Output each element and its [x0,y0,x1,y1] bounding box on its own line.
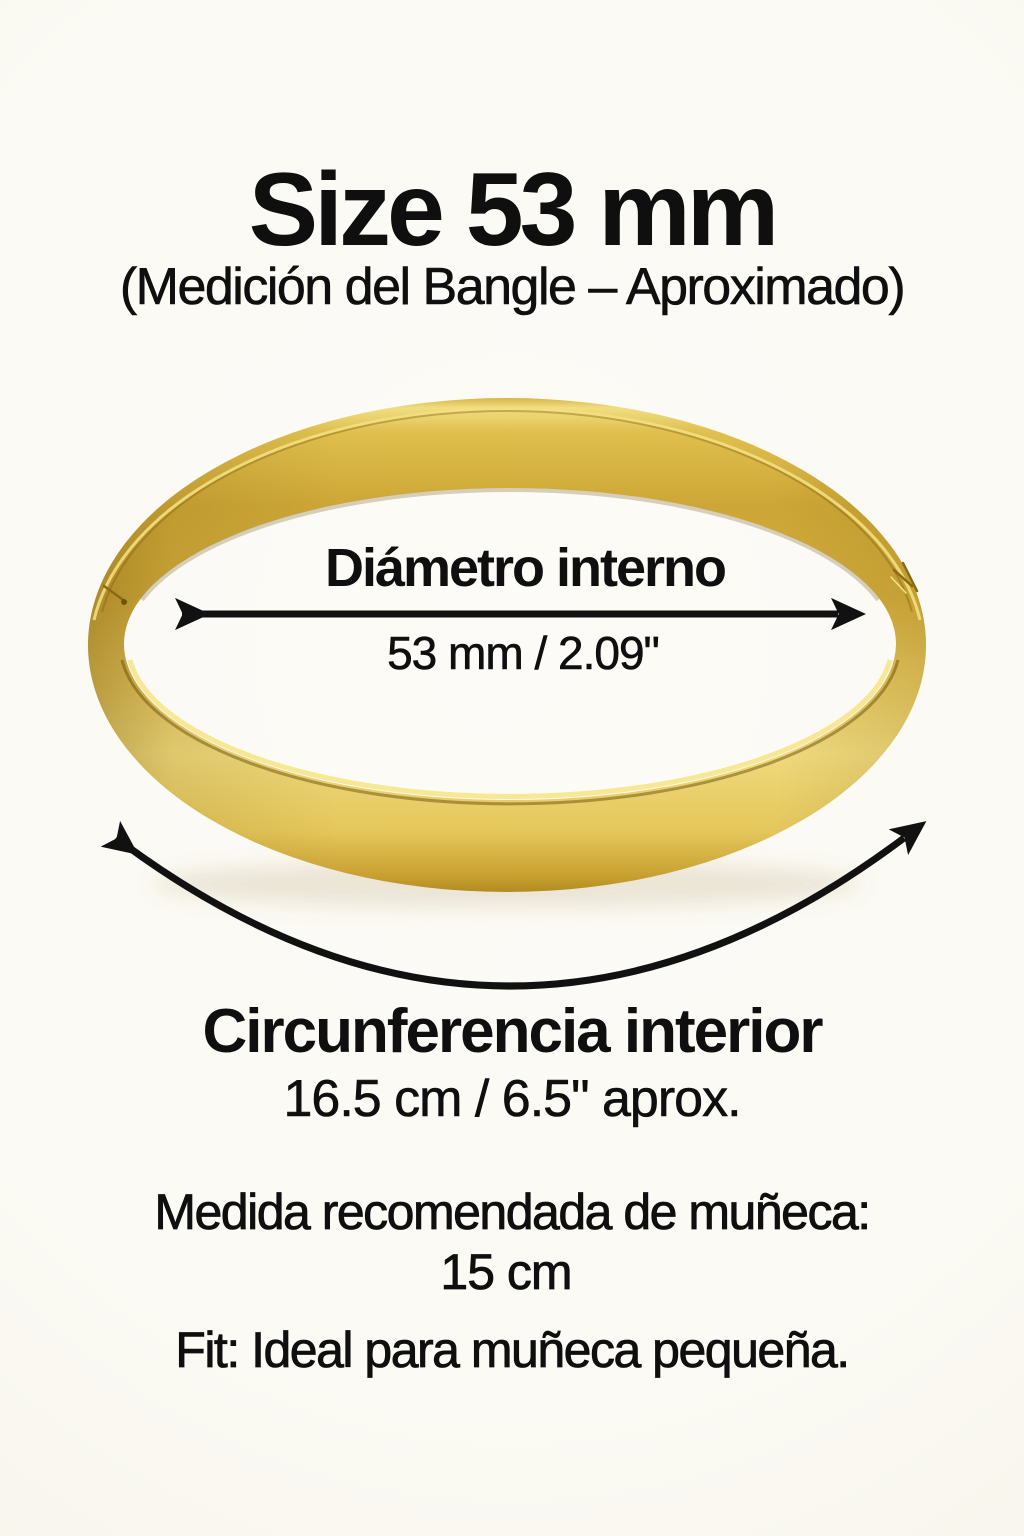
inner-diameter-value: 53 mm / 2.09" [387,627,660,679]
bangle-clasp-right-detail [890,561,919,594]
circumference-arrow-icon [100,820,927,990]
inner-diameter-label: Diámetro interno [324,538,727,598]
bangle-hole-top-shadow [140,488,880,602]
page-subtitle: (Medición del Bangle – Aproximado) [119,258,906,317]
bangle-outer-rim-highlight [92,407,922,621]
wrist-recommendation-value: 15 cm [440,1244,573,1301]
bangle-front-rim-seam [120,659,900,806]
inner-circumference-label: Circunferencia interior [202,997,824,1066]
page-title: Size 53 mm [248,152,780,268]
inner-circumference-value: 16.5 cm / 6.5" aprox. [283,1070,742,1129]
bangle-front-rim-highlight [127,659,893,799]
bangle-hinge-left-detail [102,584,128,605]
wrist-recommendation-label: Medida recomendada de muñeca: [154,1184,872,1241]
fit-note: Fit: Ideal para muñeca pequeña. [175,1322,851,1379]
bangle-outer-rim-seam [101,410,913,613]
